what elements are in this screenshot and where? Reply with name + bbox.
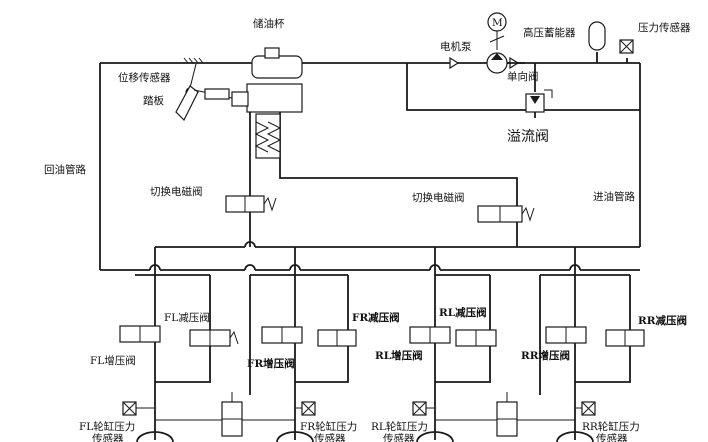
motor-pump: M — [455, 12, 508, 74]
fl-branch — [119, 247, 239, 440]
rr-sensor-label-line2: 传感器 — [596, 432, 628, 442]
reservoir-label: 储油杯 — [253, 17, 285, 30]
front-isolation-valve — [155, 392, 295, 437]
rr-sensor-label-line1: RR轮缸压力 — [582, 420, 640, 433]
pedal-label: 踏板 — [143, 94, 164, 107]
check-valve-label: 单向阀 — [507, 70, 539, 83]
pressure-sensor-top — [619, 39, 634, 54]
fl-decrease-label: FL减压阀 — [164, 311, 210, 324]
accumulator-label: 高压蓄能器 — [523, 26, 576, 39]
rl-pressure-sensor — [412, 401, 435, 416]
motor-symbol: M — [492, 17, 503, 29]
pedal-assembly — [175, 57, 233, 122]
relief-valve-label: 溢流阀 — [507, 129, 549, 145]
rl-sensor-label-line1: RL轮缸压力 — [371, 420, 428, 433]
displacement-sensor-label: 位移传感器 — [118, 71, 171, 84]
fr-sensor-label-line2: 传感器 — [314, 432, 346, 442]
fr-increase-label: FR增压阀 — [247, 357, 295, 370]
supply-line-label: 进油管路 — [593, 190, 635, 203]
fl-increase-label: FL增压阀 — [90, 354, 136, 367]
master-cylinder — [231, 47, 303, 159]
fr-decrease-label: FR减压阀 — [352, 311, 400, 324]
pressure-sensor-label: 压力传感器 — [638, 21, 691, 34]
switch-valve-left-symbol — [225, 195, 277, 213]
accumulator-symbol — [588, 21, 606, 51]
fr-pressure-sensor — [295, 401, 316, 416]
rear-isolation-valve — [435, 392, 575, 437]
rr-increase-label: RR增压阀 — [521, 349, 570, 362]
master-line — [249, 110, 518, 247]
fl-pressure-sensor — [122, 401, 155, 416]
rr-decrease-label: RR减压阀 — [638, 314, 687, 327]
check-valve-left — [449, 56, 460, 70]
switch-valve-left-label: 切换电磁阀 — [150, 185, 203, 198]
switch-valve-right-label: 切换电磁阀 — [412, 191, 465, 204]
fl-sensor-label-line1: FL轮缸压力 — [79, 420, 135, 433]
rl-increase-label: RL增压阀 — [375, 349, 423, 362]
switch-valve-right-symbol — [477, 205, 535, 223]
fr-sensor-label-line1: FR轮缸压力 — [300, 420, 357, 433]
return-line-label: 回油管路 — [44, 163, 86, 176]
wheel-cylinders — [136, 431, 594, 442]
rl-branch — [409, 247, 497, 440]
rr-pressure-sensor — [575, 401, 596, 416]
supply-line-loop — [155, 52, 641, 248]
relief-valve-symbol — [525, 89, 553, 113]
check-valve-right — [507, 56, 525, 70]
return-line-loop — [99, 62, 640, 271]
motor-pump-label: 电机泵 — [440, 40, 472, 53]
fl-sensor-label-line2: 传感器 — [92, 432, 124, 442]
rl-decrease-label: RL减压阀 — [439, 306, 487, 319]
rl-sensor-label-line2: 传感器 — [383, 432, 415, 442]
